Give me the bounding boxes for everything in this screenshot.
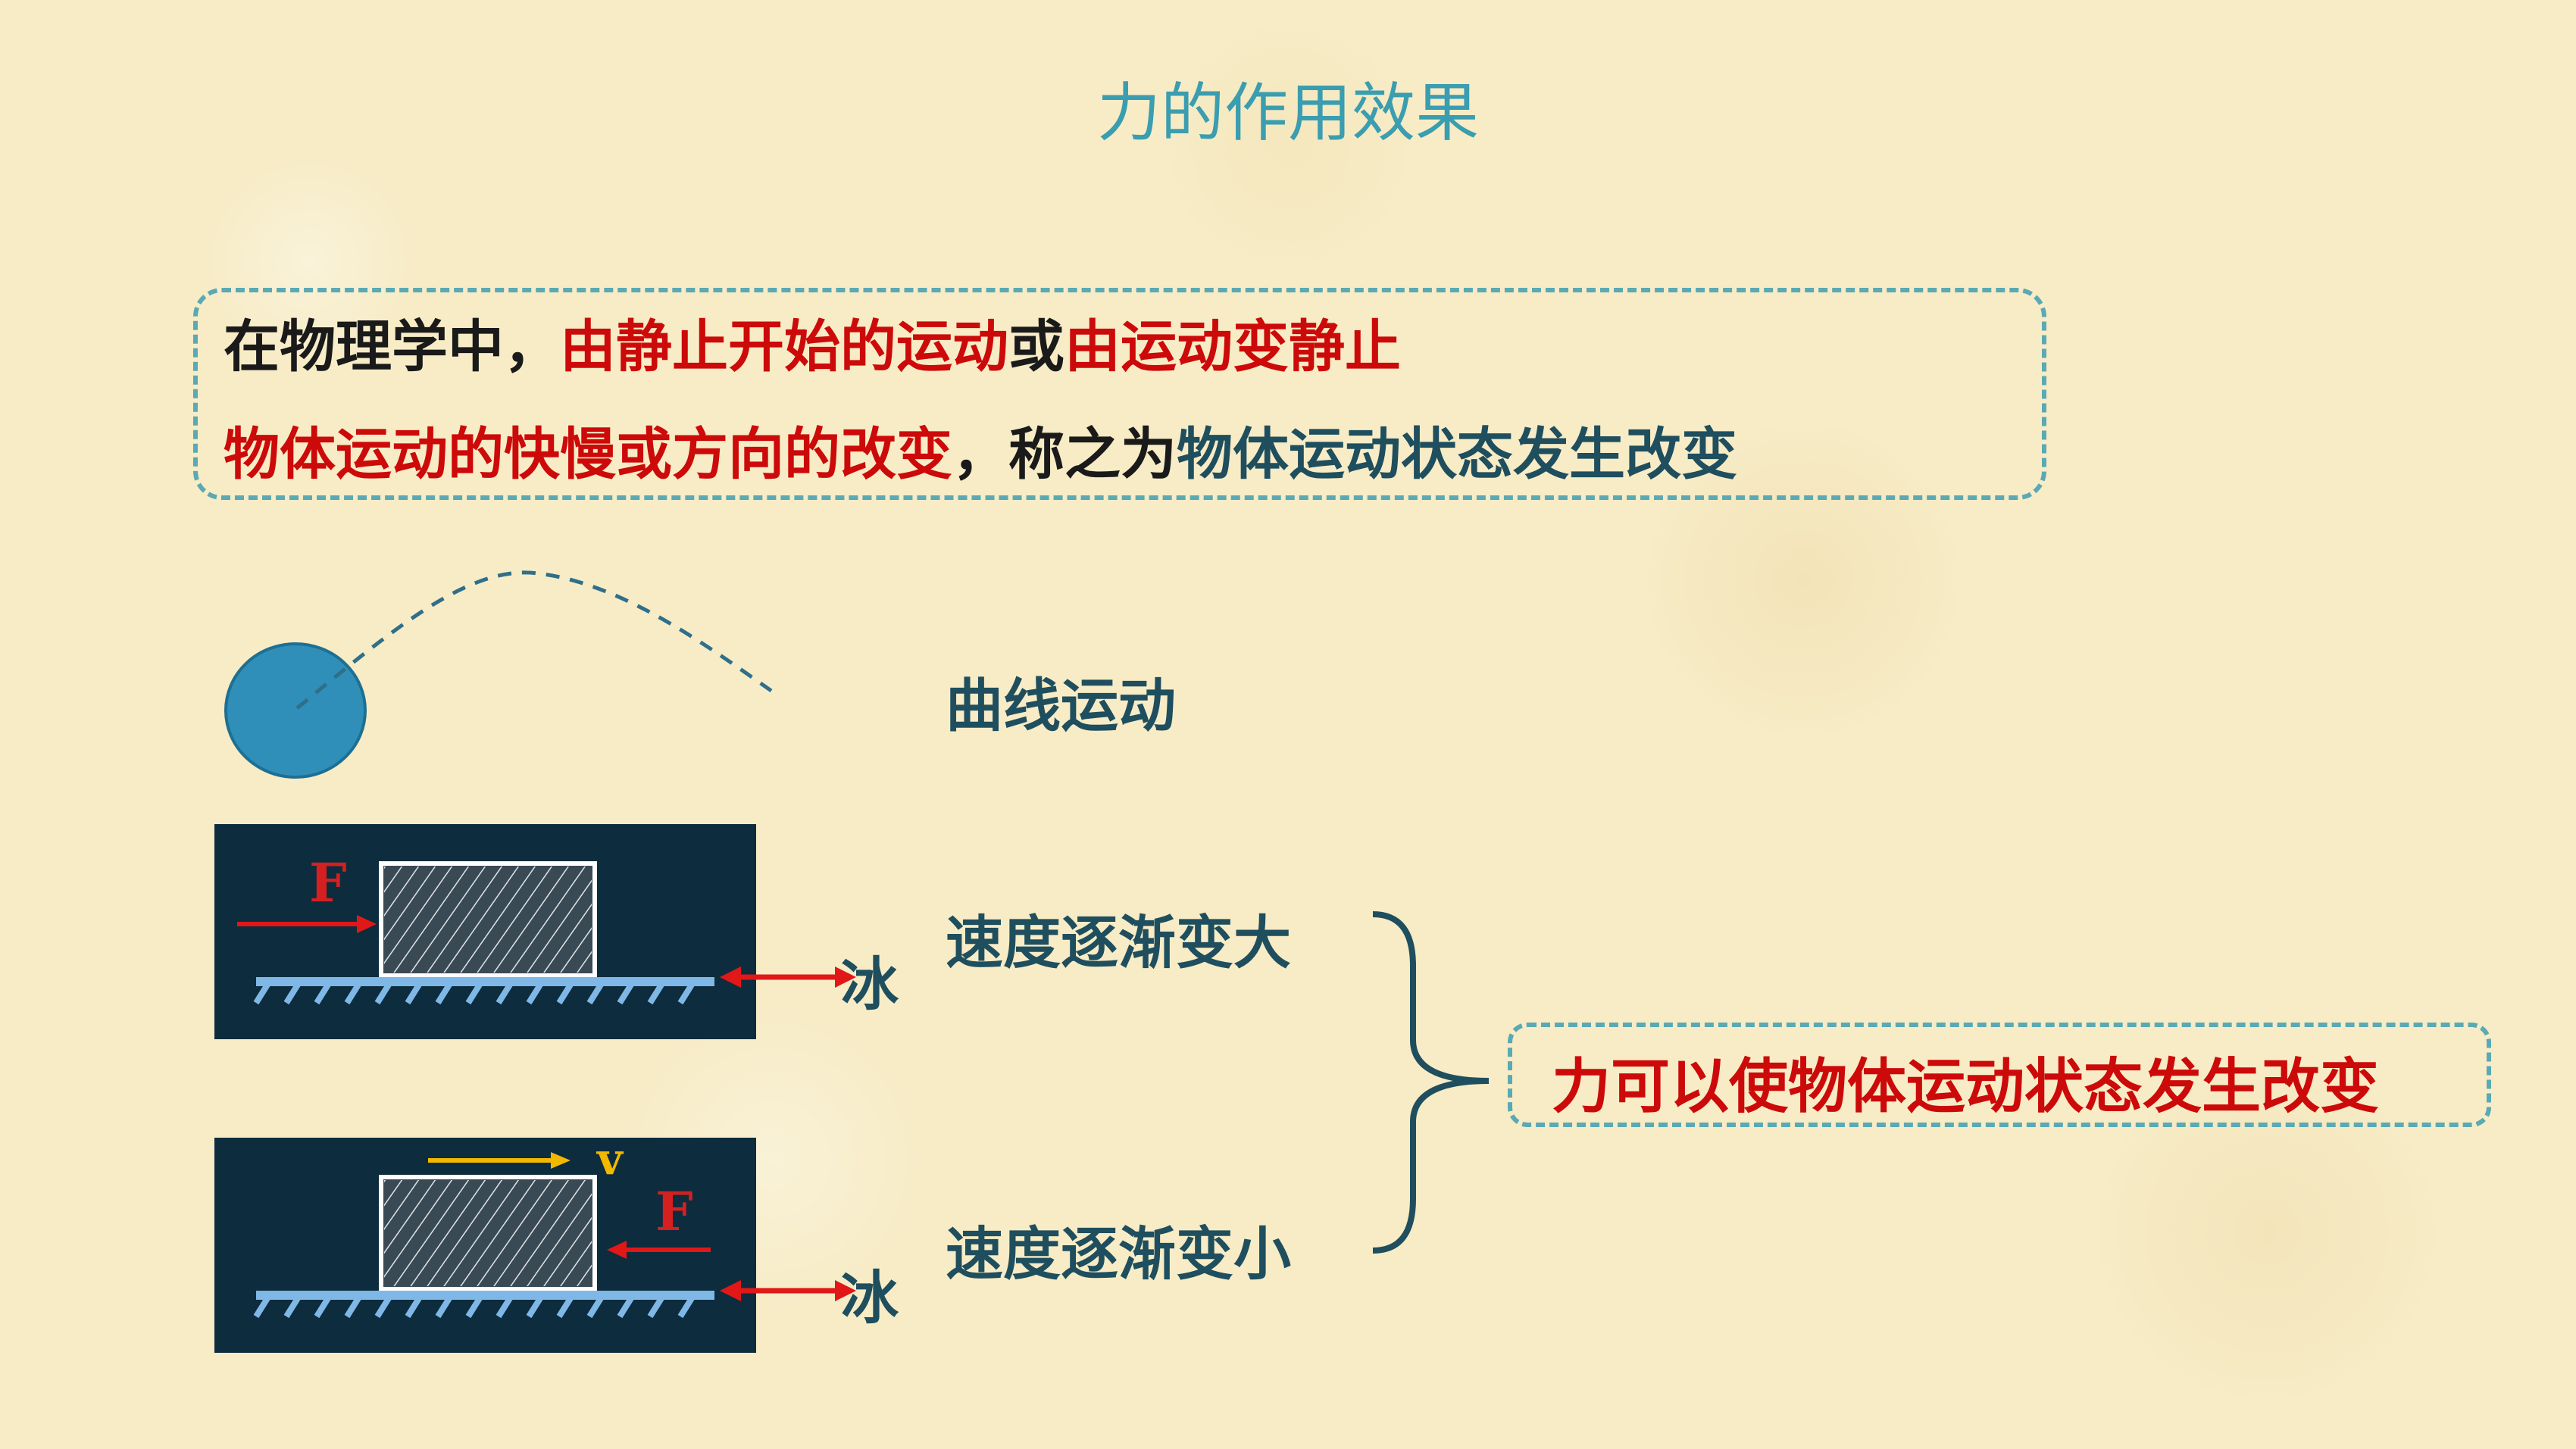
ice-arrow-2 <box>720 1280 856 1301</box>
ice-label-2: 冰 <box>841 1264 899 1332</box>
definition-speed-direction-change: 物体运动的快慢或方向的改变 <box>224 422 952 487</box>
definition-state-change: 物体运动状态发生改变 <box>1177 422 1737 487</box>
definition-called: ，称之为 <box>952 422 1177 487</box>
definition-line-2: 物体运动的快慢或方向的改变，称之为物体运动状态发生改变 <box>224 409 1737 490</box>
ice-arrow-1 <box>720 967 856 988</box>
ice-label-1: 冰 <box>841 951 899 1018</box>
slow-down-diagram: v F <box>253 1133 714 1319</box>
definition-line-1: 在物理学中，由静止开始的运动或由运动变静止 <box>224 301 1401 383</box>
velocity-label: v <box>596 1133 624 1185</box>
slow-down-label: 速度逐渐变小 <box>946 1220 1291 1288</box>
curve-trajectory <box>295 570 773 710</box>
definition-box <box>193 288 2046 500</box>
conclusion-text: 力可以使物体运动状态发生改变 <box>1552 1053 2380 1121</box>
slow-down-panel: v F <box>214 1133 756 1353</box>
curve-motion-label: 曲线运动 <box>946 672 1176 739</box>
conclusion-box <box>1508 1023 2491 1127</box>
definition-or: 或 <box>1008 314 1064 379</box>
definition-stop-motion: 由运动变静止 <box>1064 314 1401 379</box>
ball <box>224 642 367 779</box>
speed-up-panel: F <box>214 824 756 1039</box>
force-label: F <box>309 851 347 914</box>
speed-up-diagram: F <box>237 851 714 1005</box>
definition-start-motion: 由静止开始的运动 <box>560 314 1008 379</box>
curly-brace <box>1372 911 1490 1254</box>
definition-intro: 在物理学中， <box>224 314 560 379</box>
speed-up-label: 速度逐渐变大 <box>946 909 1291 976</box>
page-title: 力的作用效果 <box>1096 76 1479 150</box>
friction-force-label: F <box>655 1180 693 1243</box>
